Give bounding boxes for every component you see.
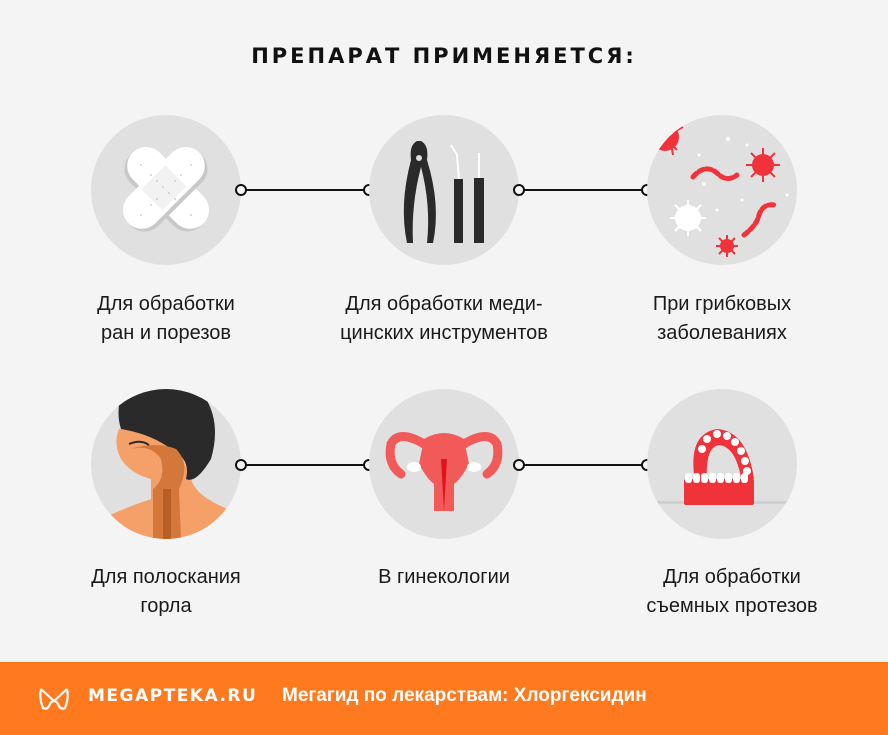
label-line: ран и порезов xyxy=(100,322,232,344)
label-line: цинских инструментов xyxy=(340,322,548,344)
throat-anatomy-icon xyxy=(91,389,241,539)
usage-label-dentures: Для обработки съемных протезов xyxy=(592,563,872,621)
fungus-microbes-icon xyxy=(647,115,797,265)
usage-label-wounds: Для обработки ран и порезов xyxy=(26,290,306,348)
connector-line xyxy=(241,189,369,191)
usage-label-throat: Для полоскания горла xyxy=(26,563,306,621)
label-line: съемных протезов xyxy=(646,595,818,617)
brand-name: MEGAPTEKA.RU xyxy=(88,686,258,706)
connector-node xyxy=(513,459,525,471)
usage-label-instruments: Для обработки меди- цинских инструментов xyxy=(304,290,584,348)
label-line: заболеваниях xyxy=(657,322,787,344)
connector-node xyxy=(513,184,525,196)
dentures-icon xyxy=(647,389,797,539)
connector-node xyxy=(235,184,247,196)
label-line: Для обработки xyxy=(663,566,801,588)
bandage-icon xyxy=(91,115,241,265)
footer-bar xyxy=(0,662,888,735)
connector-line xyxy=(519,464,647,466)
label-line: Для обработки меди- xyxy=(345,293,543,315)
connector-line xyxy=(241,464,369,466)
label-line: Для полоскания xyxy=(91,566,241,588)
page-title: ПРЕПАРАТ ПРИМЕНЯЕТСЯ: xyxy=(251,44,637,68)
label-line: Для обработки xyxy=(97,293,235,315)
label-line: В гинекологии xyxy=(378,566,510,588)
uterus-icon xyxy=(369,389,519,539)
label-line: горла xyxy=(140,595,192,617)
usage-label-gynecology: В гинекологии xyxy=(304,563,584,592)
usage-label-fungal: При грибковых заболеваниях xyxy=(582,290,862,348)
connector-node xyxy=(235,459,247,471)
medical-instruments-icon xyxy=(369,115,519,265)
footer-tagline: Мегагид по лекарствам: Хлоргексидин xyxy=(282,685,647,706)
connector-line xyxy=(519,189,647,191)
megapteka-logo-icon xyxy=(39,688,69,710)
label-line: При грибковых xyxy=(652,293,792,315)
